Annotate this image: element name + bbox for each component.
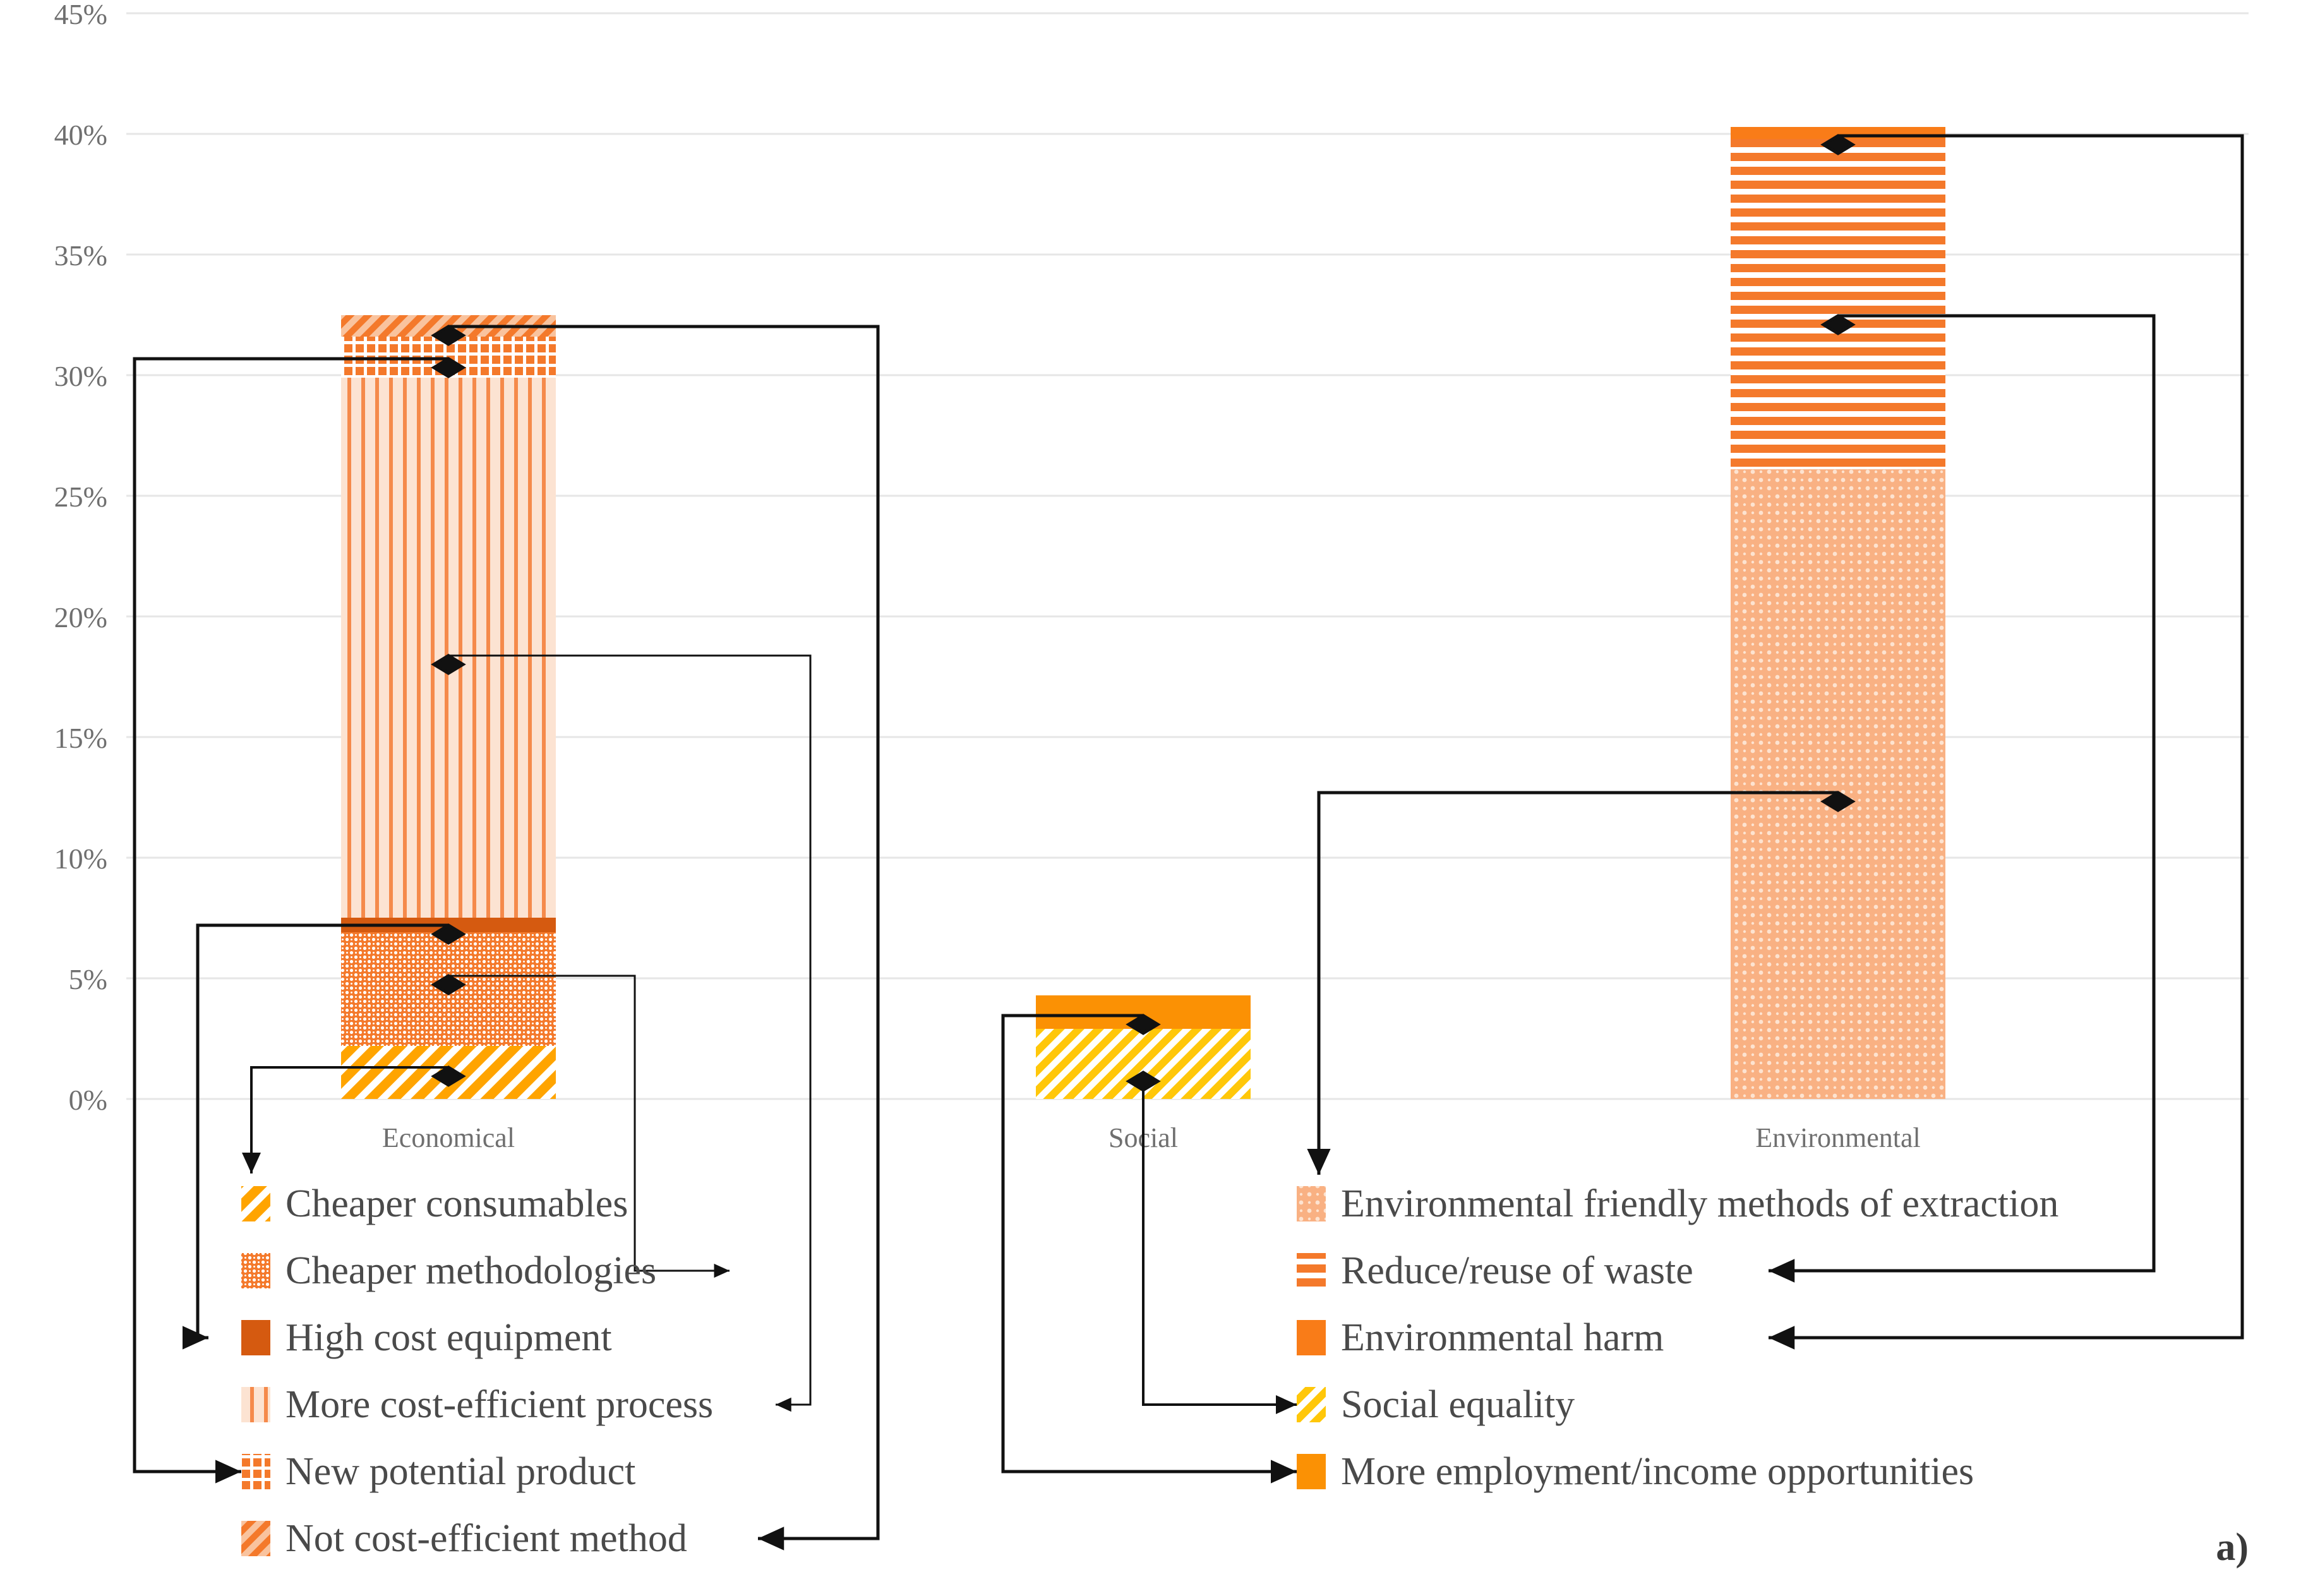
legend-item-environmental-harm[interactable]: Environmental harm	[1297, 1316, 1664, 1359]
swatch-not-cost-efficient-method	[241, 1521, 270, 1556]
connector-more-cost-efficient-process	[448, 654, 812, 1412]
y-tick-25: 25%	[54, 481, 107, 513]
connector-env-friendly-extraction	[1307, 791, 1838, 1175]
legend-label-social-equality: Social equality	[1341, 1383, 1575, 1426]
swatch-cheaper-consumables	[241, 1186, 270, 1221]
marker-environmental-harm	[1820, 134, 1856, 155]
connector-cheaper-methodologies	[448, 975, 730, 1278]
segment-more-cost-efficient-process	[341, 378, 556, 918]
legend-item-cheaper-consumables[interactable]: Cheaper consumables	[241, 1182, 628, 1225]
y-tick-45: 45%	[54, 0, 107, 30]
y-tick-20: 20%	[54, 601, 107, 633]
connector-social-equality	[1142, 1072, 1297, 1414]
marker-env-friendly-extraction	[1820, 791, 1856, 812]
legend-item-env-friendly-extraction[interactable]: Environmental friendly methods of extrac…	[1297, 1182, 2058, 1225]
connectors-economical	[133, 325, 880, 1551]
marker-high-cost-equipment	[431, 923, 466, 945]
swatch-new-potential-product	[241, 1454, 270, 1489]
marker-not-cost-efficient-method	[431, 325, 466, 346]
legend-right: Environmental friendly methods of extrac…	[1297, 1182, 2058, 1493]
segment-env-friendly-extraction	[1731, 469, 1945, 1099]
swatch-reduce-reuse-waste	[1297, 1253, 1326, 1288]
y-tick-35: 35%	[54, 239, 107, 272]
y-tick-30: 30%	[54, 360, 107, 392]
legend-label-high-cost-equipment: High cost equipment	[285, 1316, 612, 1359]
y-axis-labels: 45% 40% 35% 30% 25% 20% 15% 10% 5% 0%	[54, 0, 107, 1116]
connector-new-potential-product	[133, 357, 448, 1484]
legend-item-social-equality[interactable]: Social equality	[1297, 1383, 1575, 1426]
marker-more-cost-efficient-process	[431, 654, 466, 675]
swatch-env-friendly-extraction	[1297, 1186, 1326, 1221]
legend-label-more-employment-income: More employment/income opportunities	[1341, 1450, 1974, 1493]
marker-social-equality	[1126, 1071, 1161, 1092]
legend-label-not-cost-efficient-method: Not cost-efficient method	[285, 1517, 687, 1560]
bar-environmental	[1731, 127, 1945, 1099]
legend-label-environmental-harm: Environmental harm	[1341, 1316, 1664, 1359]
connector-environmental-harm	[1769, 134, 2244, 1350]
panel-label: a)	[2216, 1526, 2249, 1569]
connectors-social	[1001, 1014, 1297, 1484]
legend-label-more-cost-efficient-process: More cost-efficient process	[285, 1383, 713, 1426]
bar-economical	[341, 315, 556, 1099]
marker-cheaper-consumables	[431, 1065, 466, 1087]
marker-cheaper-methodologies	[431, 974, 466, 995]
connector-high-cost-equipment	[182, 923, 448, 1350]
legend-item-not-cost-efficient-method[interactable]: Not cost-efficient method	[241, 1517, 687, 1560]
legend-item-more-cost-efficient-process[interactable]: More cost-efficient process	[241, 1383, 713, 1426]
x-axis-labels: Economical Social Environmental	[382, 1122, 1921, 1153]
legend-left: Cheaper consumables Cheaper methodologie…	[241, 1182, 713, 1560]
legend-label-reduce-reuse-waste: Reduce/reuse of waste	[1341, 1249, 1693, 1292]
x-label-economical: Economical	[382, 1122, 515, 1153]
legend-label-cheaper-methodologies: Cheaper methodologies	[285, 1249, 656, 1292]
swatch-more-cost-efficient-process	[241, 1387, 270, 1422]
marker-more-employment-income	[1126, 1014, 1161, 1035]
connector-not-cost-efficient-method	[448, 325, 880, 1551]
legend-item-more-employment-income[interactable]: More employment/income opportunities	[1297, 1450, 1974, 1493]
connector-cheaper-consumables	[242, 1066, 448, 1173]
x-label-environmental: Environmental	[1755, 1122, 1921, 1153]
legend-label-env-friendly-extraction: Environmental friendly methods of extrac…	[1341, 1182, 2058, 1225]
marker-reduce-reuse-waste	[1820, 314, 1856, 335]
y-tick-10: 10%	[54, 843, 107, 875]
legend-item-reduce-reuse-waste[interactable]: Reduce/reuse of waste	[1297, 1249, 1693, 1292]
swatch-cheaper-methodologies	[241, 1253, 270, 1288]
connector-more-employment-income	[1001, 1014, 1297, 1484]
y-tick-15: 15%	[54, 722, 107, 754]
legend-item-new-potential-product[interactable]: New potential product	[241, 1450, 635, 1493]
legend-item-high-cost-equipment[interactable]: High cost equipment	[241, 1316, 612, 1359]
swatch-environmental-harm	[1297, 1320, 1326, 1355]
legend-label-new-potential-product: New potential product	[285, 1450, 635, 1493]
marker-new-potential-product	[431, 357, 466, 378]
connector-reduce-reuse-waste	[1769, 314, 2156, 1283]
y-tick-0: 0%	[69, 1084, 107, 1116]
legend-item-cheaper-methodologies[interactable]: Cheaper methodologies	[241, 1249, 656, 1292]
connectors-environmental	[1307, 134, 2244, 1350]
swatch-social-equality	[1297, 1387, 1326, 1422]
segment-reduce-reuse-waste	[1731, 139, 1945, 469]
swatch-more-employment-income	[1297, 1454, 1326, 1489]
legend-label-cheaper-consumables: Cheaper consumables	[285, 1182, 628, 1225]
y-tick-5: 5%	[69, 963, 107, 995]
swatch-high-cost-equipment	[241, 1320, 270, 1355]
y-tick-40: 40%	[54, 119, 107, 151]
